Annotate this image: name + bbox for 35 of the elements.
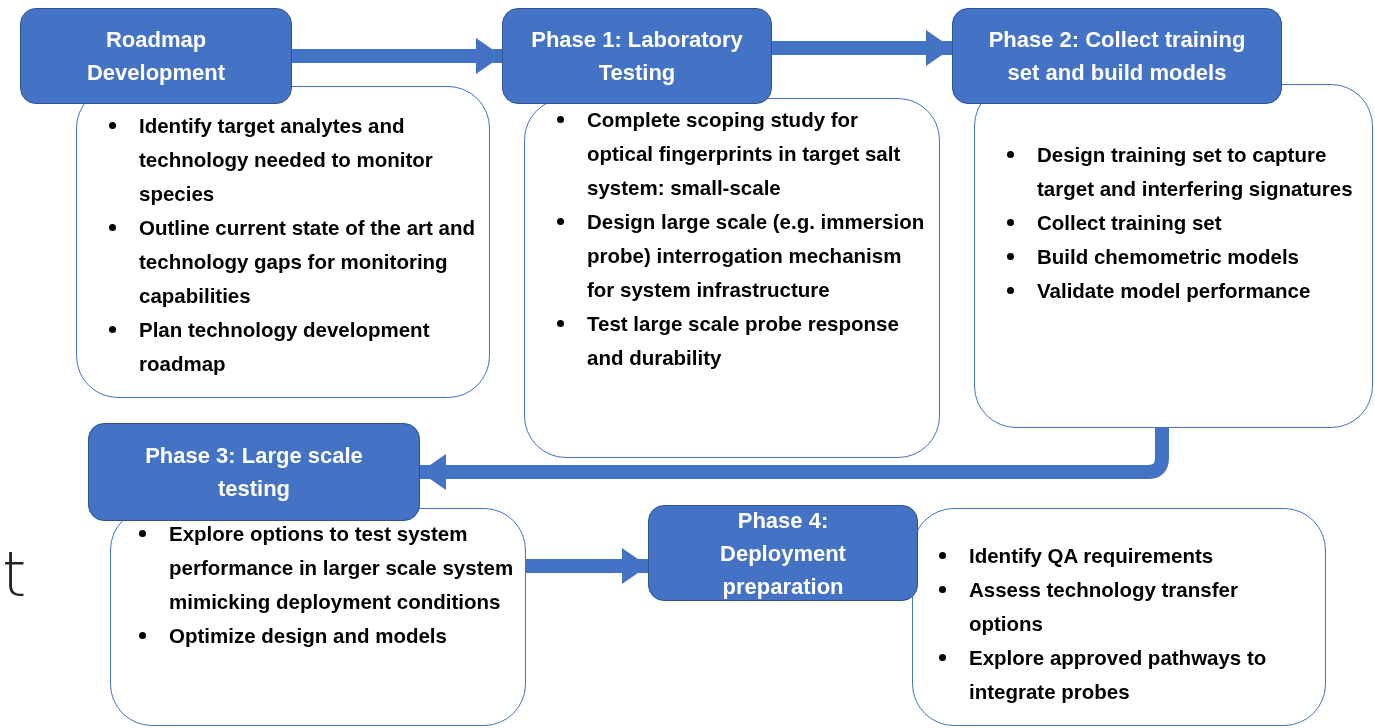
partial-slide-text: t	[2, 538, 27, 611]
phase-header-box	[88, 423, 420, 521]
block-arrow	[420, 428, 1169, 490]
bullet-text: Identify target analytes and technology needed to monitor species	[139, 114, 433, 205]
bullet-text: Explore options to test system performance in larger scale system mimicking deployment conditions	[169, 522, 514, 613]
phase-header-box	[648, 505, 918, 601]
bullet-text: Validate model performance	[1037, 279, 1311, 302]
task-list-box	[110, 508, 526, 726]
bullet-text: Build chemometric models	[1037, 245, 1299, 268]
bullet-text: Design large scale (e.g. immersion probe) interrogation mechanism for system infrastructure	[587, 210, 925, 301]
task-list-box	[912, 508, 1326, 726]
phase-title: Phase 2: Collect training set and build models	[987, 26, 1247, 87]
task-list-box	[524, 98, 940, 458]
phase-header-box	[952, 8, 1282, 104]
block-arrow	[292, 38, 502, 74]
task-list-box	[76, 86, 490, 398]
block-arrow	[772, 30, 952, 66]
phase-title: Roadmap Development	[85, 26, 227, 87]
bullet-text: Test large scale probe response and durability	[587, 312, 899, 369]
bullet-text: Collect training set	[1037, 211, 1222, 234]
phase-header-box	[20, 8, 292, 104]
bullet-text: Plan technology development roadmap	[139, 318, 430, 375]
block-arrow	[526, 548, 648, 584]
bullet-text: Explore approved pathways to integrate probes	[969, 646, 1267, 703]
phase-title: Phase 4: Deployment preparation	[719, 506, 847, 601]
bullet-text: Assess technology transfer options	[969, 578, 1238, 635]
bullet-text: Identify QA requirements	[969, 544, 1214, 567]
phase-header-box	[502, 8, 772, 104]
bullet-text: Design training set to capture target and interfering signatures	[1037, 143, 1353, 200]
bullet-text: Optimize design and models	[169, 624, 447, 647]
bullet-text: Outline current state of the art and technology gaps for monitoring capabilities	[139, 216, 476, 307]
phase-title: Phase 3: Large scale testing	[144, 442, 364, 503]
task-list-box	[974, 84, 1373, 428]
bullet-text: Complete scoping study for optical fingerprints in target salt system: small-scale	[587, 108, 901, 199]
phase-title: Phase 1: Laboratory Testing	[530, 26, 744, 87]
